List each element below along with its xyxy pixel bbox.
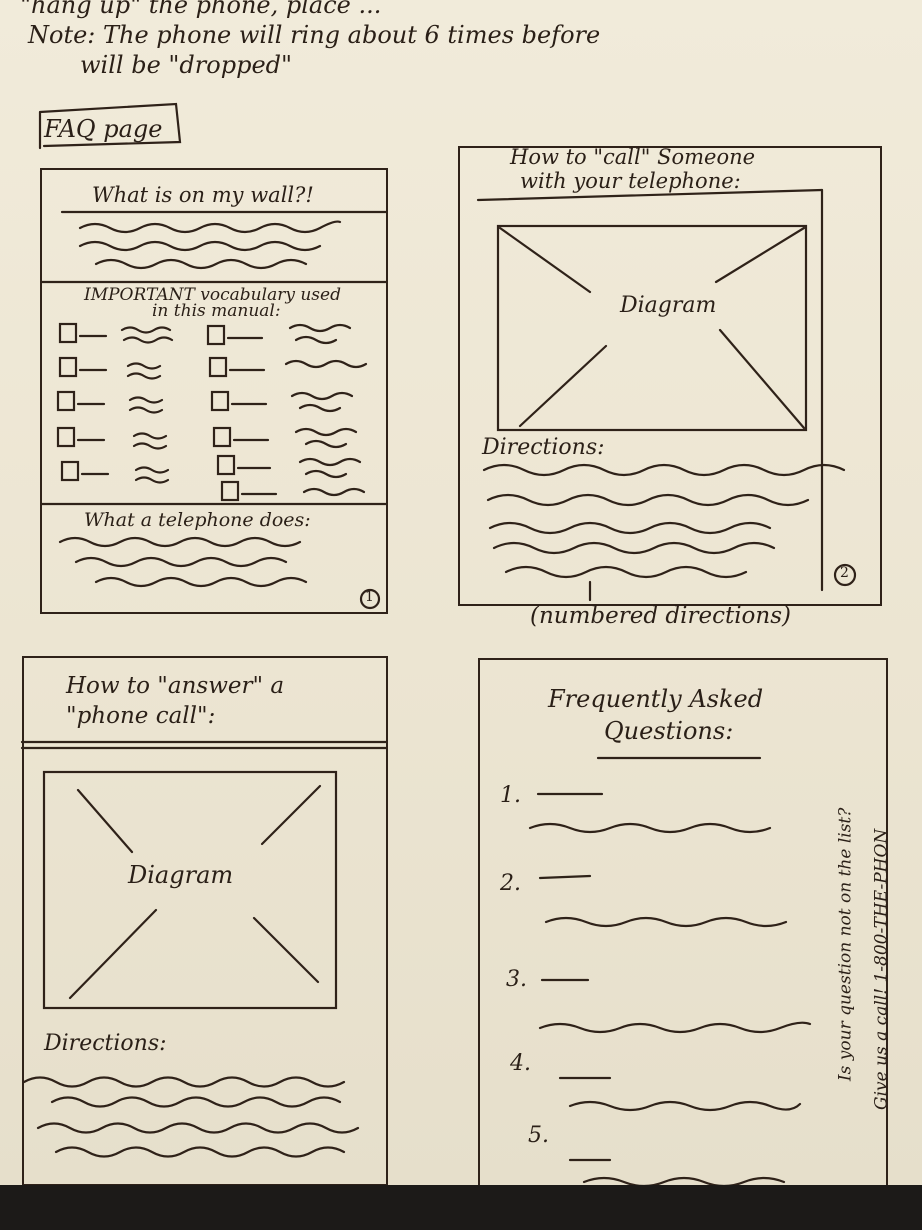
vocab-checkbox bbox=[58, 356, 78, 378]
squiggle bbox=[582, 1176, 786, 1185]
squiggle bbox=[538, 1021, 812, 1034]
vocab-checkbox bbox=[60, 460, 80, 482]
panel-2-frame bbox=[458, 146, 882, 606]
page-number-circle-1 bbox=[359, 588, 381, 610]
squiggle bbox=[544, 916, 788, 928]
squiggle bbox=[488, 521, 772, 535]
panel-1-section-3-title: What a telephone does: bbox=[84, 509, 311, 531]
squiggle bbox=[50, 1096, 342, 1108]
panel-4-frame bbox=[478, 658, 888, 1185]
panel-2-divider bbox=[476, 188, 824, 202]
panel-3-title-1: How to "answer" a bbox=[66, 673, 285, 699]
faq-number-2: 2. bbox=[500, 871, 521, 896]
panel-2-diagram-box bbox=[496, 224, 808, 432]
panel-1-vocab-title-2: in this manual: bbox=[152, 301, 281, 321]
faq-label-bracket bbox=[38, 102, 182, 150]
squiggle bbox=[78, 220, 342, 234]
squiggle bbox=[486, 493, 810, 507]
squiggle bbox=[58, 536, 302, 548]
faq-page-label: FAQ page bbox=[44, 115, 163, 143]
top-note-line-1: "hang up" the phone, place ... bbox=[20, 0, 382, 19]
panel-2-diagram-label: Diagram bbox=[620, 293, 717, 318]
panel-1-section-1-title: What is on my wall?! bbox=[92, 183, 314, 207]
faq-number-4: 4. bbox=[510, 1051, 531, 1076]
panel-2-page-number: 2 bbox=[840, 565, 849, 581]
panel-4-title-1: Frequently Asked bbox=[548, 685, 764, 713]
vocab-checkbox bbox=[206, 324, 226, 346]
squiggle bbox=[504, 565, 748, 579]
squiggle bbox=[528, 822, 772, 834]
squiggle bbox=[94, 576, 308, 588]
top-note-line-3: will be "dropped" bbox=[80, 51, 293, 79]
sketch-lines bbox=[0, 0, 922, 1185]
panel-3-directions-label: Directions: bbox=[44, 1031, 167, 1056]
page-number-circle-2 bbox=[833, 563, 857, 587]
panel-2-annotation: (numbered directions) bbox=[530, 603, 791, 629]
squiggle bbox=[482, 463, 846, 477]
desk-shadow bbox=[0, 1185, 922, 1230]
vocab-checkbox bbox=[56, 390, 76, 412]
panel-1-page-number: 1 bbox=[365, 589, 374, 605]
panel-2-title-1: How to "call" Someone bbox=[510, 145, 756, 169]
squiggle bbox=[54, 1146, 346, 1158]
squiggle bbox=[36, 1122, 360, 1134]
vocab-checkbox bbox=[210, 390, 230, 412]
faq-number-5: 5. bbox=[528, 1123, 549, 1148]
vocab-checkbox bbox=[56, 426, 76, 448]
vocab-checkbox bbox=[220, 480, 240, 502]
squiggle bbox=[568, 1100, 802, 1112]
vocab-checkbox bbox=[212, 426, 232, 448]
panel-2-directions-label: Directions: bbox=[482, 435, 605, 460]
panel-3-frame bbox=[22, 656, 388, 1185]
panel-3-diagram-label: Diagram bbox=[128, 861, 234, 889]
squiggle bbox=[74, 556, 288, 568]
faq-number-1: 1. bbox=[500, 783, 521, 808]
squiggle bbox=[22, 1076, 346, 1088]
panel-2-title-2: with your telephone: bbox=[520, 169, 741, 193]
squiggle bbox=[78, 240, 322, 252]
panel-3-diagram-box bbox=[42, 770, 338, 1010]
vocab-checkbox bbox=[58, 322, 78, 344]
sketch-paper: "hang up" the phone, place ... Note: The… bbox=[0, 0, 922, 1185]
panel-1-frame bbox=[40, 168, 388, 614]
panel-4-title-2: Questions: bbox=[604, 717, 734, 745]
vocab-checkbox bbox=[216, 454, 236, 476]
squiggle bbox=[94, 258, 308, 270]
vocab-checkbox bbox=[208, 356, 228, 378]
top-note-line-2: Note: The phone will ring about 6 times … bbox=[28, 21, 601, 49]
panel-1-vocab-title-1: IMPORTANT vocabulary used bbox=[84, 285, 341, 305]
faq-number-3: 3. bbox=[506, 967, 527, 992]
squiggle bbox=[492, 541, 776, 555]
panel-3-title-2: "phone call": bbox=[66, 703, 216, 729]
